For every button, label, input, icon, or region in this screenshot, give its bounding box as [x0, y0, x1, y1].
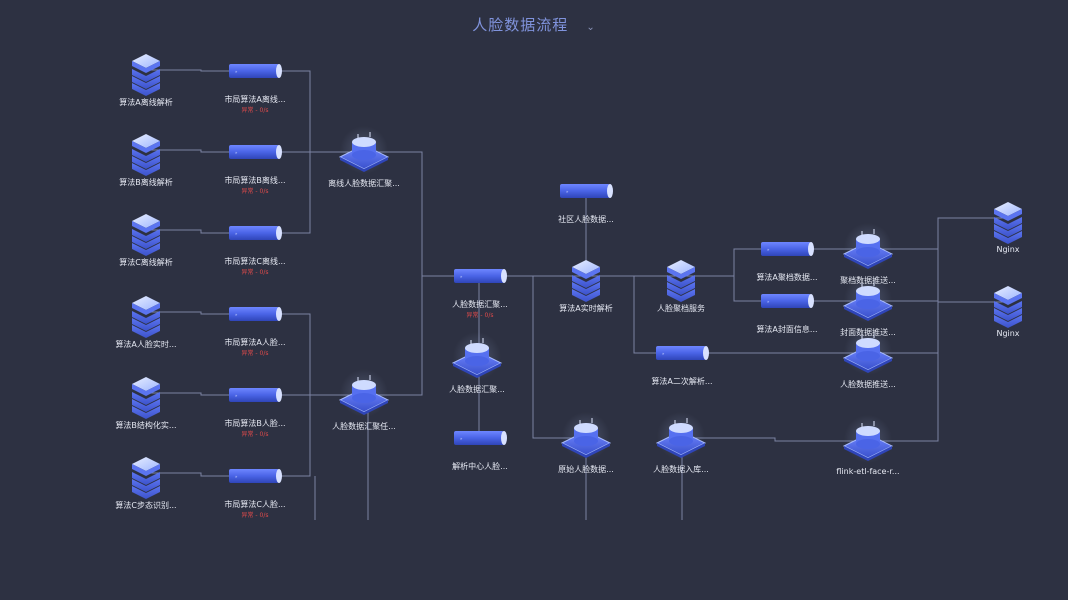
node-pipe-algA-cover[interactable]: »	[761, 294, 814, 308]
node-label: 算法B离线解析	[119, 178, 173, 187]
node-label: 原始人脸数据...	[558, 465, 614, 474]
node-platform-archive-push[interactable]	[842, 223, 894, 271]
edge-face-agg-task-face-agg-mq	[364, 275, 480, 396]
svg-text:»: »	[235, 69, 238, 74]
svg-text:»: »	[235, 393, 238, 398]
node-pipe-mq-B-face[interactable]: »	[229, 388, 282, 402]
edge-algA-realtime-mq-A-face	[146, 311, 255, 315]
node-label: 人脸数据入库...	[653, 465, 709, 474]
node-pipe-parse-center[interactable]: »	[454, 431, 507, 445]
node-label: 离线人脸数据汇聚...	[328, 179, 400, 188]
svg-text:»: »	[235, 231, 238, 236]
node-label: 封面数据推送...	[840, 328, 896, 337]
node-label: 聚档数据推送...	[840, 276, 896, 285]
svg-text:»: »	[767, 247, 770, 252]
node-label: 市局算法B离线...	[224, 176, 286, 185]
node-platform-cover-push[interactable]	[842, 275, 894, 323]
edge-face-storage-flink	[681, 437, 868, 442]
page-title-text: 人脸数据流程	[472, 16, 569, 34]
node-label: 算法A二次解析...	[651, 377, 713, 386]
svg-text:»: »	[460, 436, 463, 441]
node-platform-raw-face[interactable]	[560, 412, 612, 460]
node-server-algA-realtime[interactable]	[132, 296, 160, 338]
node-label: 社区人脸数据...	[558, 215, 614, 224]
node-pipe-mq-B-offline[interactable]: »	[229, 145, 282, 159]
edge-algC-step-mq-C-face	[146, 472, 255, 477]
svg-text:»: »	[235, 312, 238, 317]
node-label: 人脸聚档服务	[657, 304, 705, 313]
node-platform-face-agg2[interactable]	[451, 332, 503, 380]
node-server-algC-offline[interactable]	[132, 214, 160, 256]
node-label: Nginx	[996, 245, 1020, 254]
node-platform-flink[interactable]	[842, 415, 894, 463]
node-label: 人脸数据汇聚任...	[332, 422, 396, 431]
node-label: 算法C步态识别...	[115, 501, 177, 510]
status-badge: 异常 - 0/s	[241, 269, 269, 276]
node-label: 人脸数据推送...	[840, 380, 896, 389]
svg-text:»: »	[235, 150, 238, 155]
node-pipe-algA-second[interactable]: »	[656, 346, 709, 360]
svg-text:»: »	[566, 189, 569, 194]
status-badge: 异常 - 0/s	[241, 107, 269, 114]
node-label: 算法A人脸实时...	[115, 340, 177, 349]
edge-offline-agg-face-agg-mq	[364, 151, 480, 277]
status-badge: 异常 - 0/s	[241, 350, 269, 357]
node-label: 算法B结构化实...	[115, 421, 177, 430]
edge-flink-nginx1	[868, 217, 1008, 442]
node-platform-face-push[interactable]	[842, 327, 894, 375]
node-label: 解析中心人脸...	[452, 462, 508, 471]
status-badge: 异常 - 0/s	[241, 188, 269, 195]
node-platform-offline-agg[interactable]	[338, 126, 390, 174]
edge-mq-C-face-face-agg-task	[255, 394, 364, 477]
node-pipe-mq-C-face[interactable]: »	[229, 469, 282, 483]
node-label: 算法A离线解析	[119, 98, 173, 107]
node-platform-face-agg-task[interactable]	[338, 369, 390, 417]
nodes: » » » » » » » » » » » »	[132, 54, 1022, 499]
edge-algA-offline-mq-A-offline	[146, 69, 255, 72]
status-badge: 异常 - 0/s	[241, 512, 269, 519]
node-pipe-mq-C-offline[interactable]: »	[229, 226, 282, 240]
node-server-algC-step[interactable]	[132, 457, 160, 499]
svg-text:»: »	[767, 299, 770, 304]
node-platform-face-storage[interactable]	[655, 412, 707, 460]
node-label: 市局算法A离线...	[224, 95, 286, 104]
node-label: 市局算法A人脸...	[224, 338, 286, 347]
node-server-algA-rt-parse[interactable]	[572, 260, 600, 302]
svg-text:»: »	[235, 474, 238, 479]
edge-algB-offline-mq-B-offline	[146, 149, 255, 153]
edge-archive-svc-algA-cover	[681, 275, 787, 302]
node-label: 算法A聚档数据...	[756, 273, 818, 282]
node-pipe-mq-A-offline[interactable]: »	[229, 64, 282, 78]
node-label: 市局算法C人脸...	[224, 500, 286, 509]
node-pipe-face-agg-mq[interactable]: »	[454, 269, 507, 283]
node-label: 市局算法B人脸...	[224, 419, 286, 428]
status-badge: 异常 - 0/s	[466, 312, 494, 319]
page-title: 人脸数据流程 ⌄	[0, 14, 1068, 35]
node-label: 算法A封面信息...	[756, 325, 818, 334]
node-pipe-mq-A-face[interactable]: »	[229, 307, 282, 321]
edge-mq-C-offline-offline-agg	[255, 151, 364, 234]
node-server-algA-offline[interactable]	[132, 54, 160, 96]
node-label: 算法C离线解析	[119, 258, 173, 267]
node-label: 人脸数据汇聚...	[452, 300, 508, 309]
node-server-nginx1[interactable]	[994, 202, 1022, 244]
svg-text:»: »	[460, 274, 463, 279]
chevron-down-icon[interactable]: ⌄	[586, 22, 596, 33]
node-pipe-algA-archive[interactable]: »	[761, 242, 814, 256]
node-label: Nginx	[996, 329, 1020, 338]
node-label: 人脸数据汇聚...	[449, 385, 505, 394]
node-label: 算法A实时解析	[559, 304, 613, 313]
svg-text:»: »	[662, 351, 665, 356]
node-server-nginx2[interactable]	[994, 286, 1022, 328]
node-pipe-community[interactable]: »	[560, 184, 613, 198]
edge-algC-offline-mq-C-offline	[146, 229, 255, 234]
edge-algB-struct-mq-B-face	[146, 392, 255, 396]
node-server-archive-svc[interactable]	[667, 260, 695, 302]
node-label: flink-etl-face-r...	[836, 467, 900, 476]
node-server-algB-struct[interactable]	[132, 377, 160, 419]
node-server-algB-offline[interactable]	[132, 134, 160, 176]
node-label: 市局算法C离线...	[224, 257, 286, 266]
status-badge: 异常 - 0/s	[241, 431, 269, 438]
